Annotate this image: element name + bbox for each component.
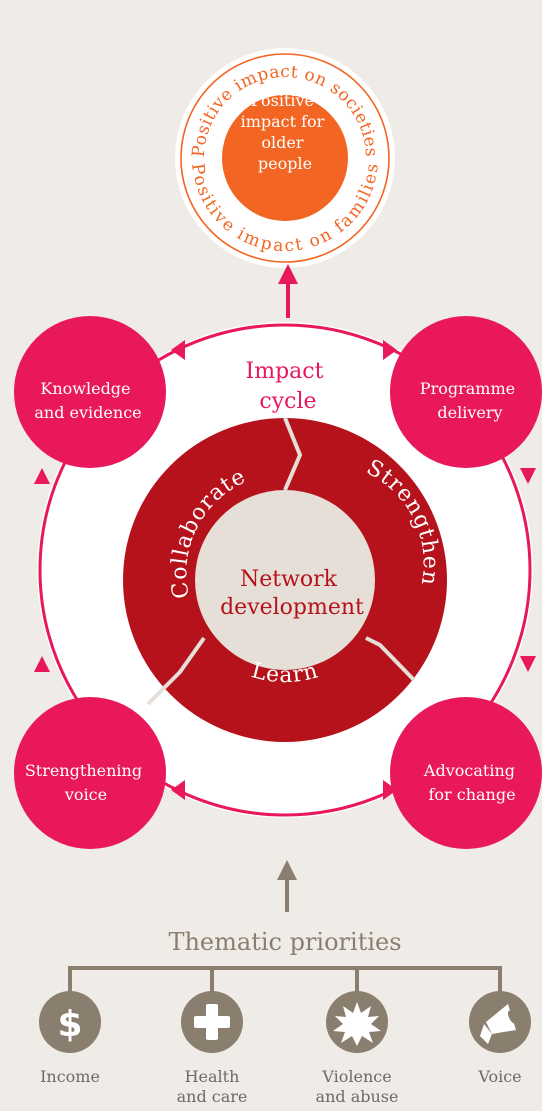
impact-cycle-ring: [38, 323, 532, 817]
node-knowledge-line-2: and evidence: [34, 403, 141, 422]
network-center-disc: [195, 490, 375, 670]
dollar-icon: $: [39, 991, 101, 1053]
network-center-line-1: Network: [240, 567, 338, 592]
node-knowledge-circle: [14, 316, 166, 468]
segment-learn: Learn: [249, 658, 320, 688]
burst-icon: [326, 991, 388, 1053]
up-arrow-to-outcome: [278, 264, 298, 318]
node-voice-circle: [14, 697, 166, 849]
node-advocating-line-1: Advocating: [423, 761, 515, 780]
theme-voice-label: Voice: [478, 1067, 522, 1086]
impact-cycle-title-2: cycle: [259, 389, 316, 414]
theme-income-label: Income: [40, 1067, 100, 1086]
svg-text:Knowledge and evidence: Knowledge and evidence: [34, 379, 141, 422]
outcome-inner-disc: [222, 95, 348, 221]
cycle-arrowheads: [34, 340, 536, 800]
node-advocating-circle: [390, 697, 542, 849]
svg-text:Impact cycle: Impact cycle: [246, 359, 331, 414]
svg-text:Advocating for change: Advocating for change: [423, 761, 520, 804]
outcome-line-4: people: [258, 154, 312, 173]
outcome-outer-ring: [180, 53, 390, 263]
svg-text:Network development: Network development: [220, 567, 364, 620]
up-arrow-from-themes: [277, 860, 297, 912]
outcome-line-3: older: [261, 133, 303, 152]
network-center-line-2: development: [220, 595, 364, 620]
node-knowledge-line-1: Knowledge: [40, 379, 130, 398]
svg-text:Positive impact for: Positive impact for older people: [241, 91, 330, 173]
node-advocating-line-2: for change: [428, 785, 515, 804]
node-voice-line-1: Strengthening: [25, 761, 142, 780]
outcome-circle: Positive impact on societies Positive im…: [175, 48, 395, 268]
theme-violence-label: Violence and abuse: [315, 1067, 399, 1106]
svg-text:Learn: Learn: [249, 658, 321, 688]
node-programme-circle: [390, 316, 542, 468]
node-programme-line-2: delivery: [437, 403, 502, 422]
megaphone-icon: [469, 991, 531, 1053]
svg-text:$: $: [57, 1004, 82, 1045]
impact-cycle-title-1: Impact: [246, 359, 324, 384]
svg-text:Programme delivery: Programme delivery: [420, 379, 520, 422]
svg-text:Strengthening voice: Strengthening voice: [25, 761, 147, 804]
outcome-line-1: Positive: [251, 91, 314, 110]
thematic-bracket: [68, 966, 502, 992]
outcome-line-2: impact for: [241, 112, 325, 131]
thematic-title: Thematic priorities: [168, 928, 401, 956]
theme-health-label: Health and care: [176, 1067, 248, 1106]
node-programme-line-1: Programme: [420, 379, 515, 398]
network-ring: [123, 417, 447, 742]
node-voice-line-2: voice: [64, 785, 107, 804]
medical-cross-icon: [181, 991, 243, 1053]
